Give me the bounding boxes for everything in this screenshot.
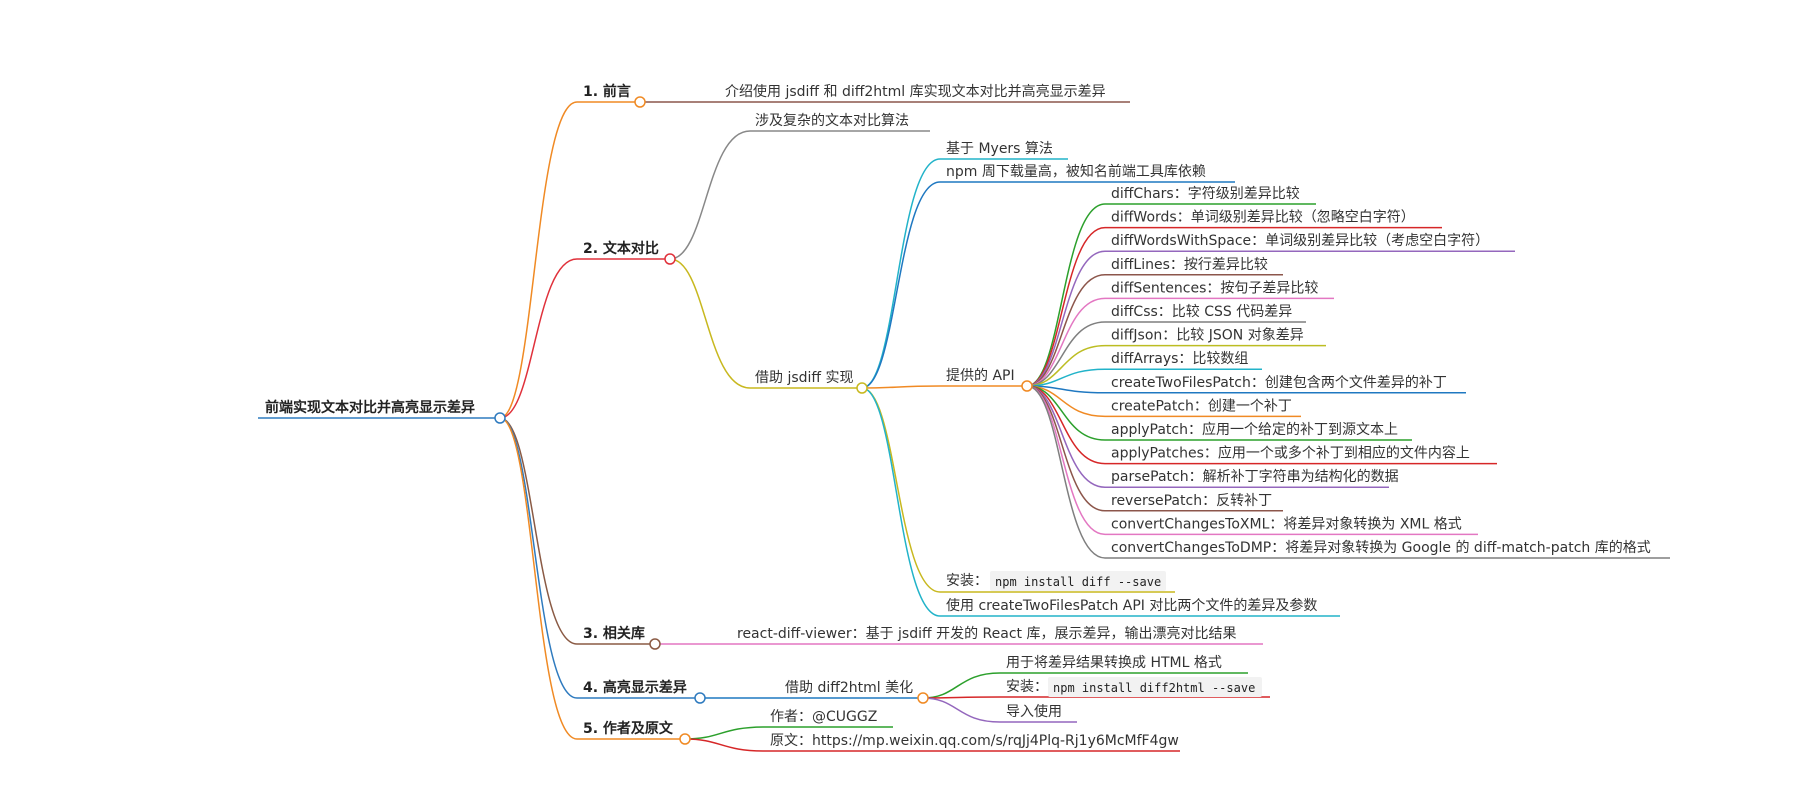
- jsdiff-node[interactable]: [856, 382, 868, 394]
- section-2-node[interactable]: [664, 253, 676, 265]
- edge-s2-jsdiff: [669, 258, 751, 389]
- diff2html-convert-text[interactable]: 用于将差异结果转换成 HTML 格式: [1006, 654, 1222, 671]
- usage-text[interactable]: 使用 createTwoFilesPatch API 对比两个文件的差异及参数: [946, 597, 1317, 614]
- api-label[interactable]: 提供的 API: [946, 368, 1015, 384]
- edge-jsdiff-install: [861, 387, 941, 593]
- section-2-label[interactable]: 2. 文本对比: [583, 240, 659, 257]
- edge-api-item: [1026, 385, 1106, 512]
- jsdiff-install-prefix: 安装：: [946, 573, 988, 589]
- source-link-text[interactable]: 原文：https://mp.weixin.qq.com/s/rqJj4Plq-R…: [770, 733, 1179, 749]
- edge-api-item: [1026, 385, 1106, 559]
- section-3-node[interactable]: [649, 638, 661, 650]
- edge-root-section-1: [499, 101, 578, 419]
- api-item[interactable]: diffJson：比较 JSON 对象差异: [1111, 328, 1304, 344]
- edge-root-section-2: [499, 258, 578, 419]
- edge-d2h-convert: [922, 672, 1001, 699]
- edge-d2h-import: [922, 697, 1001, 723]
- api-item[interactable]: diffChars：字符级别差异比较: [1111, 186, 1300, 202]
- api-item[interactable]: diffSentences：按句子差异比较: [1111, 280, 1318, 296]
- edge-api-item: [1026, 250, 1106, 387]
- edge-api-item: [1026, 385, 1106, 465]
- api-item[interactable]: createTwoFilesPatch：创建包含两个文件差异的补丁: [1111, 375, 1447, 391]
- api-list: diffChars：字符级别差异比较 diffWords：单词级别差异比较（忽略空…: [1111, 186, 1651, 556]
- edge-api-item: [1026, 385, 1106, 536]
- intro-text[interactable]: 介绍使用 jsdiff 和 diff2html 库实现文本对比并高亮显示差异: [725, 83, 1106, 100]
- api-item[interactable]: convertChangesToXML：将差异对象转换为 XML 格式: [1111, 515, 1462, 532]
- edge-jsdiff-api: [861, 385, 941, 389]
- edge-s5-author: [684, 726, 766, 740]
- edge-root-section-3: [499, 417, 578, 645]
- complex-algorithm-text[interactable]: 涉及复杂的文本对比算法: [755, 112, 909, 129]
- nodes: [494, 96, 1033, 745]
- api-item[interactable]: applyPatches：应用一个或多个补丁到相应的文件内容上: [1111, 445, 1470, 462]
- api-item[interactable]: parsePatch：解析补丁字符串为结构化的数据: [1111, 469, 1399, 485]
- jsdiff-install-code[interactable]: npm install diff --save: [995, 575, 1161, 589]
- edge-api-item: [1026, 321, 1106, 387]
- section-4-label[interactable]: 4. 高亮显示差异: [583, 679, 687, 696]
- edge-jsdiff-npm: [861, 181, 941, 389]
- edges: [499, 101, 1106, 752]
- diff2html-install-code-bg: [1048, 677, 1262, 697]
- api-item[interactable]: diffArrays：比较数组: [1111, 351, 1248, 367]
- api-item[interactable]: reversePatch：反转补丁: [1111, 493, 1272, 509]
- section-5-node[interactable]: [679, 733, 691, 745]
- section-4-node[interactable]: [694, 692, 706, 704]
- api-item[interactable]: diffWordsWithSpace：单词级别差异比较（考虑空白字符）: [1111, 233, 1489, 249]
- diff2html-install-code[interactable]: npm install diff2html --save: [1053, 681, 1255, 695]
- edge-jsdiff-usage: [861, 387, 941, 617]
- section-1-label[interactable]: 1. 前言: [583, 83, 631, 100]
- section-3-label[interactable]: 3. 相关库: [583, 625, 645, 642]
- section-1-node[interactable]: [634, 96, 646, 108]
- api-item[interactable]: applyPatch：应用一个给定的补丁到源文本上: [1111, 421, 1398, 438]
- author-text[interactable]: 作者：@CUGGZ: [770, 709, 877, 725]
- myers-text[interactable]: 基于 Myers 算法: [946, 140, 1053, 157]
- api-node[interactable]: [1021, 380, 1033, 392]
- import-text[interactable]: 导入使用: [1006, 703, 1062, 720]
- npm-downloads-text[interactable]: npm 周下载量高，被知名前端工具库依赖: [946, 163, 1206, 180]
- edge-root-section-4: [499, 417, 578, 699]
- diff2html-label[interactable]: 借助 diff2html 美化: [785, 680, 913, 696]
- jsdiff-label[interactable]: 借助 jsdiff 实现: [755, 370, 854, 386]
- section-5-label[interactable]: 5. 作者及原文: [583, 720, 674, 737]
- edge-s5-source: [684, 738, 766, 752]
- api-item[interactable]: createPatch：创建一个补丁: [1111, 398, 1292, 414]
- edge-api-item: [1026, 274, 1106, 387]
- api-item[interactable]: convertChangesToDMP：将差异对象转换为 Google 的 di…: [1111, 539, 1651, 556]
- underlines: [258, 101, 1670, 752]
- diff2html-node[interactable]: [917, 692, 929, 704]
- root-label[interactable]: 前端实现文本对比并高亮显示差异: [265, 399, 475, 416]
- jsdiff-install-code-bg: [990, 571, 1166, 591]
- api-item[interactable]: diffLines：按行差异比较: [1111, 257, 1268, 273]
- edge-root-section-5: [499, 417, 578, 740]
- api-item[interactable]: diffWords：单词级别差异比较（忽略空白字符）: [1111, 210, 1415, 226]
- edge-api-item: [1026, 344, 1106, 387]
- root-node[interactable]: [494, 412, 506, 424]
- react-diff-viewer-text[interactable]: react-diff-viewer：基于 jsdiff 开发的 React 库，…: [737, 625, 1236, 642]
- diff2html-install-prefix: 安装：: [1006, 679, 1048, 695]
- api-item[interactable]: diffCss：比较 CSS 代码差异: [1111, 304, 1292, 320]
- edge-s2-complex: [669, 130, 751, 260]
- edge-api-item: [1026, 297, 1106, 387]
